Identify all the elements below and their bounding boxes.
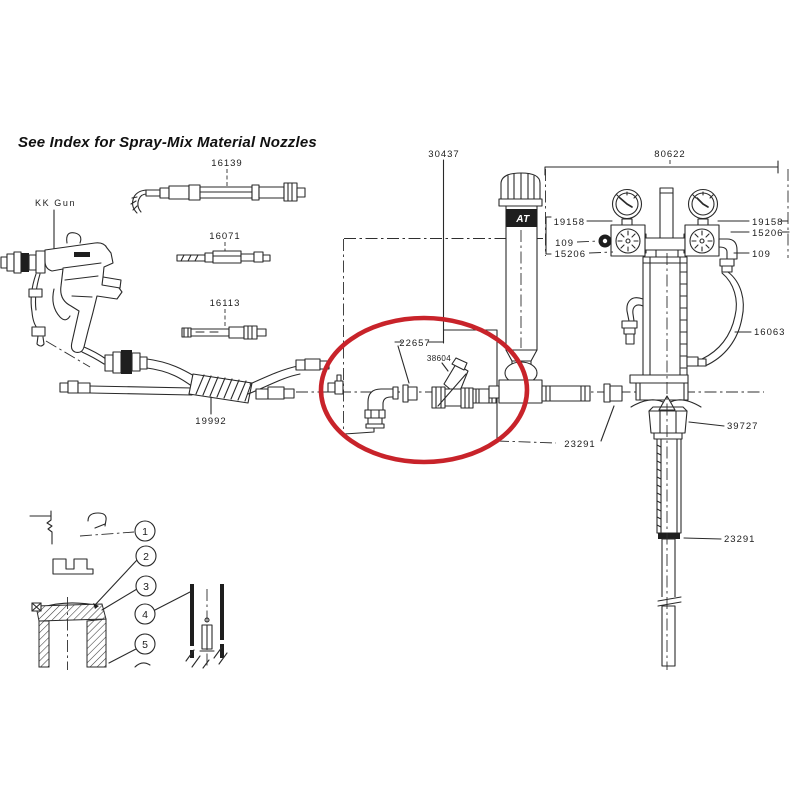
svg-text:5: 5	[142, 639, 148, 651]
highlight-ellipse	[318, 315, 530, 465]
air-hose-16063	[704, 271, 744, 367]
callout-2: 2	[93, 545, 157, 609]
nozzle-16139: 16139	[130, 158, 306, 214]
part-label-23291-tube: 23291	[724, 534, 755, 545]
part-label-80622: 80622	[654, 149, 685, 160]
part-label-19992: 19992	[195, 416, 226, 427]
part-label-23291-coupling: 23291	[564, 439, 595, 450]
part-label-30437: 30437	[428, 149, 459, 160]
callout-4: 4	[134, 591, 191, 625]
part-label-19158-left: 19158	[554, 217, 585, 228]
elbow-fitting	[367, 388, 397, 411]
page-title: See Index for Spray-Mix Material Nozzles	[18, 134, 317, 151]
cross-section-detail: 1 2 3 4 5	[29, 510, 228, 670]
trigger	[52, 288, 71, 321]
svg-text:1: 1	[142, 526, 148, 538]
part-label-15206-right: 15206	[752, 228, 783, 239]
part-label-22657: 22657	[399, 338, 430, 349]
outlet-coupling-callout: 23291	[496, 405, 615, 450]
regulator-assembly: 80622	[544, 149, 790, 273]
svg-text:3: 3	[143, 581, 149, 593]
circled-fitting-group: 22657 38604	[327, 338, 497, 435]
svg-text:2: 2	[143, 551, 149, 563]
part-label-16139: 16139	[211, 158, 242, 169]
part-label-16063: 16063	[754, 327, 785, 338]
tank-logo-label: AT	[515, 214, 530, 225]
callout-1: 1	[79, 520, 156, 542]
part-label-109-right: 109	[752, 249, 771, 260]
callout-5: 5	[108, 633, 156, 664]
part-label-16071: 16071	[209, 231, 240, 242]
nozzle-16113: 16113	[181, 298, 267, 340]
part-label-19158-right: 19158	[752, 217, 783, 228]
hose-assembly-19992: 19992	[59, 350, 330, 427]
kk-gun-label: KK Gun	[35, 198, 76, 208]
part-label-16113: 16113	[210, 298, 241, 309]
spray-gun: KK Gun	[0, 198, 123, 365]
pump-assembly: 16063 39727 23291	[621, 249, 785, 670]
part-label-39727: 39727	[727, 421, 758, 432]
part-label-109-left: 109	[555, 238, 574, 249]
part-label-15206-left: 15206	[555, 249, 586, 260]
catalyst-tank: AT	[488, 172, 623, 404]
svg-text:4: 4	[142, 609, 148, 621]
part-label-38604: 38604	[427, 354, 451, 363]
callout-3: 3	[101, 575, 157, 611]
nozzle-16071: 16071	[176, 231, 271, 264]
